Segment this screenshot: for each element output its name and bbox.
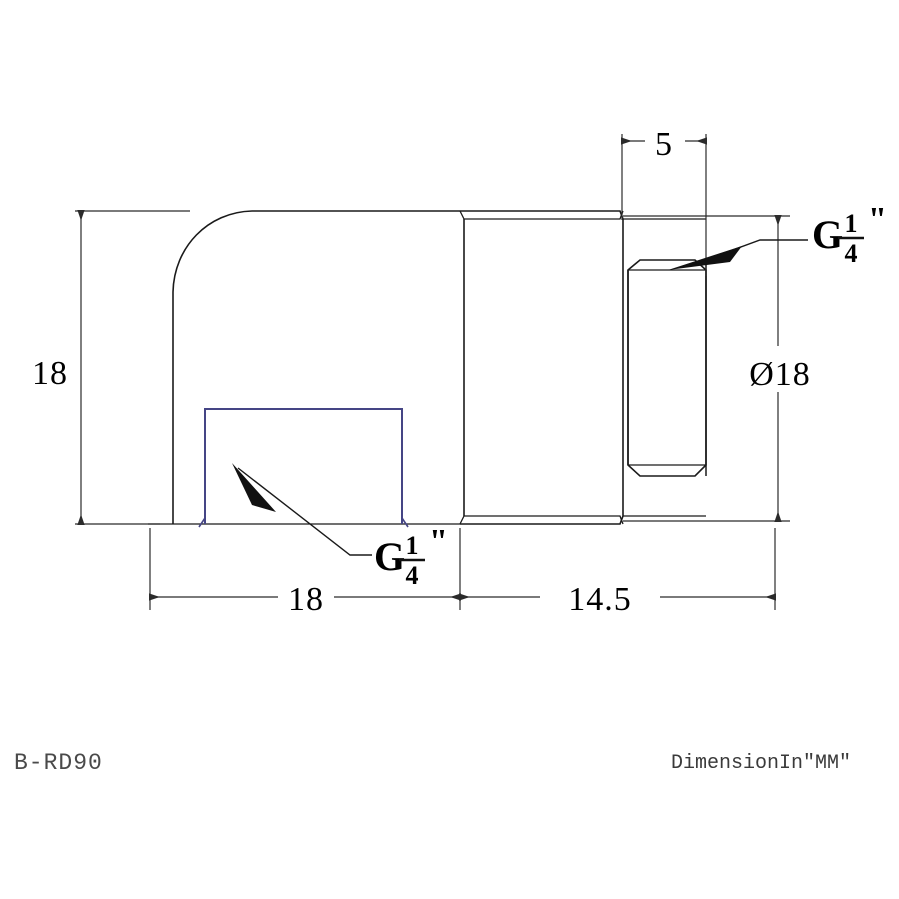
thread-callout-right-symbol: G (812, 212, 843, 257)
dim-text-mask-5 (645, 120, 685, 160)
dimension-label-nipple-length: 14.5 (568, 581, 632, 618)
thread-callout-bottom-inch-mark: " (429, 523, 448, 560)
dim-text-mask-145 (540, 575, 660, 619)
elbow-body-outline (148, 210, 460, 525)
thread-callout-bottom-numerator: 1 (406, 531, 419, 560)
leader-arrowhead-right (668, 246, 742, 270)
thread-callout-right-inch-mark: " (868, 201, 887, 238)
dim-text-mask-18 (278, 575, 334, 619)
thread-callout-bottom-denominator: 4 (406, 561, 419, 590)
leader-arrowhead-bottom (232, 463, 276, 512)
dim-text-mask-dia (746, 346, 814, 392)
dimension-label-hex-diameter: Ø18 (749, 356, 811, 393)
part-outline-group (148, 210, 707, 528)
threaded-nipple-outline (623, 218, 707, 517)
part-code-label: B-RD90 (14, 750, 103, 776)
dimension-label-height: 18 (32, 355, 68, 392)
dimension-height-18 (75, 209, 190, 526)
internal-thread-outline (198, 408, 409, 528)
thread-callout-right-numerator: 1 (845, 209, 858, 238)
leader-bottom-thread (237, 467, 372, 556)
units-note-label: DimensionIn"MM" (671, 752, 851, 775)
thread-callout-bottom: G 1 4 " (374, 523, 448, 590)
dimension-label-thread-length: 5 (655, 126, 673, 163)
thread-callout-right-denominator: 4 (845, 239, 858, 268)
dimension-lengths-group (148, 528, 777, 610)
dimension-label-body-length: 18 (288, 581, 324, 618)
hex-body-outline (459, 210, 624, 525)
thread-callout-bottom-symbol: G (374, 534, 405, 579)
thread-callout-right: G 1 4 " (812, 201, 887, 268)
